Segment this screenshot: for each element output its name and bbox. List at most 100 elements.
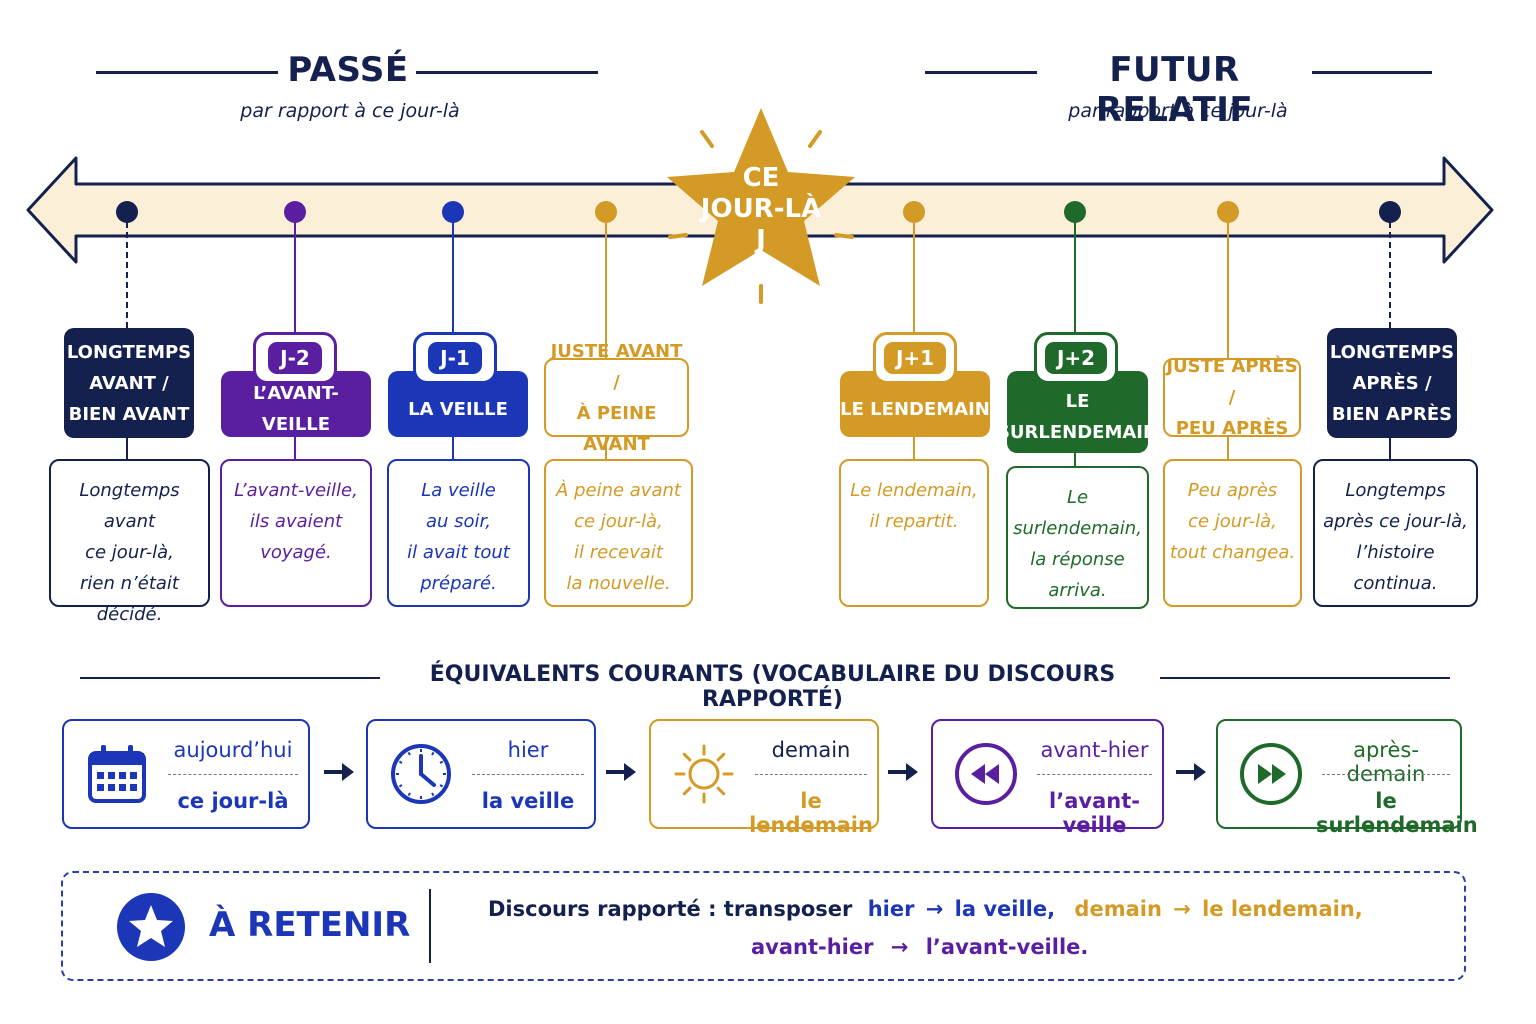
passe-subtitle: par rapport à ce jour-là bbox=[240, 100, 460, 122]
tick-juste-apres bbox=[1227, 437, 1229, 459]
center-line-3: J bbox=[756, 225, 766, 255]
connector-veille bbox=[452, 222, 454, 332]
connector-longtemps-apres bbox=[1389, 222, 1391, 328]
example-avant-veille: L’avant-veille, ils avaient voyagé. bbox=[220, 459, 372, 607]
tick-longtemps-avant bbox=[126, 438, 128, 459]
pill-text-surlendemain: J+2 bbox=[1044, 342, 1108, 374]
equivalent-arrow-0 bbox=[322, 758, 356, 793]
example-text-avant-veille: L’avant-veille, ils avaient voyagé. bbox=[234, 480, 358, 563]
example-surlendemain: Le surlendemain, la réponse arriva. bbox=[1006, 466, 1149, 609]
example-text-longtemps-apres: Longtemps après ce jour-là, l’histoire c… bbox=[1323, 480, 1468, 594]
ce-jour-la-star bbox=[667, 108, 855, 286]
retenir-arrow-3: → bbox=[890, 935, 909, 959]
marker-dot-veille bbox=[442, 201, 464, 223]
example-veille: La veille au soir, il avait tout préparé… bbox=[387, 459, 530, 607]
marker-dot-lendemain bbox=[903, 201, 925, 223]
center-line-1: CE bbox=[742, 163, 780, 193]
pill-surlendemain: J+2 bbox=[1034, 332, 1118, 384]
label-juste-avant: JUSTE AVANT / À PEINE AVANT bbox=[544, 341, 689, 455]
futur-title: FUTUR RELATIF bbox=[1095, 50, 1254, 130]
equivalent-arrow-2 bbox=[886, 758, 920, 793]
passe-rule-left bbox=[96, 71, 278, 74]
example-text-veille: La veille au soir, il avait tout préparé… bbox=[407, 480, 510, 594]
tick-lendemain bbox=[913, 437, 915, 459]
retenir-lendemain: le lendemain, bbox=[1202, 897, 1363, 921]
timeline-arrow bbox=[26, 108, 1494, 304]
label-surlendemain: LE SURLENDEMAIN bbox=[997, 371, 1158, 453]
equivalent-direct-0: aujourd’hui bbox=[173, 738, 293, 762]
retenir-box: À RETENIR Discours rapporté : transposer… bbox=[61, 871, 1466, 981]
retenir-arrow-1: → bbox=[925, 897, 944, 921]
example-text-surlendemain: Le surlendemain, la réponse arriva. bbox=[1013, 487, 1142, 601]
example-text-longtemps-avant: Longtemps avant ce jour-là, rien n’était… bbox=[79, 480, 180, 625]
tick-juste-avant bbox=[605, 437, 607, 459]
example-juste-apres: Peu après ce jour-là, tout changea. bbox=[1163, 459, 1302, 607]
equiv-rule-left bbox=[80, 677, 380, 679]
label-longtemps-apres: LONGTEMPS APRÈS / BIEN APRÈS bbox=[1327, 328, 1457, 438]
equivalent-separator-1 bbox=[472, 774, 584, 775]
fast-forward-icon bbox=[1236, 739, 1306, 809]
futur-subtitle: par rapport à ce jour-là bbox=[1068, 100, 1288, 122]
futur-rule-left bbox=[925, 71, 1037, 74]
retenir-line-1: Discours rapporté : transposer hier → la… bbox=[488, 897, 1363, 921]
retenir-arrow-2: → bbox=[1173, 897, 1191, 921]
example-longtemps-avant: Longtemps avant ce jour-là, rien n’était… bbox=[49, 459, 210, 625]
equivalent-reported-3: l’avant-veille bbox=[1049, 789, 1140, 837]
example-lendemain: Le lendemain, il repartit. bbox=[839, 459, 989, 607]
star-icon bbox=[117, 893, 185, 961]
equivalent-reported-0: ce jour-là bbox=[177, 789, 289, 813]
retenir-hier: hier bbox=[867, 897, 915, 921]
pill-veille: J-1 bbox=[413, 332, 497, 384]
center-line-2: JOUR-LÀ bbox=[700, 194, 822, 224]
pill-lendemain: J+1 bbox=[873, 332, 957, 384]
sun-icon bbox=[669, 739, 739, 809]
retenir-intro: Discours rapporté : transposer bbox=[488, 897, 853, 921]
connector-juste-apres bbox=[1227, 222, 1229, 358]
retenir-avanthier: avant-hier bbox=[751, 935, 874, 959]
example-text-juste-avant: À peine avant ce jour-là, il recevait la… bbox=[556, 480, 681, 594]
pill-avant-veille: J-2 bbox=[253, 332, 337, 384]
example-juste-avant: À peine avant ce jour-là, il recevait la… bbox=[544, 459, 693, 607]
connector-avant-veille bbox=[294, 222, 296, 332]
example-text-juste-apres: Peu après ce jour-là, tout changea. bbox=[1169, 480, 1296, 563]
equivalent-arrow-1 bbox=[604, 758, 638, 793]
retenir-line-2: avant-hier → l’avant-veille. bbox=[751, 935, 1088, 959]
tick-surlendemain bbox=[1074, 453, 1076, 466]
label-juste-apres: JUSTE APRÈS / PEU APRÈS bbox=[1163, 356, 1301, 439]
marker-dot-avant-veille bbox=[284, 201, 306, 223]
equivalent-direct-1: hier bbox=[507, 738, 549, 762]
equivalent-reported-4: le surlendemain bbox=[1316, 789, 1478, 837]
tick-veille bbox=[452, 437, 454, 459]
equivalent-1: hier la veille bbox=[366, 719, 596, 829]
connector-juste-avant bbox=[605, 222, 607, 358]
rewind-icon bbox=[951, 739, 1021, 809]
pill-text-veille: J-1 bbox=[428, 342, 482, 374]
calendar-icon bbox=[82, 739, 152, 809]
label-longtemps-avant: LONGTEMPS AVANT / BIEN AVANT bbox=[64, 328, 194, 438]
connector-lendemain bbox=[913, 222, 915, 332]
equivalent-separator-2 bbox=[755, 774, 867, 775]
tick-avant-veille bbox=[294, 437, 296, 459]
equivalent-0: aujourd’hui ce jour-là bbox=[62, 719, 310, 829]
marker-dot-longtemps-apres bbox=[1379, 201, 1401, 223]
marker-dot-juste-avant bbox=[595, 201, 617, 223]
retenir-demain: demain bbox=[1074, 897, 1162, 921]
marker-dot-longtemps-avant bbox=[116, 201, 138, 223]
retenir-avantveille: l’avant-veille. bbox=[925, 935, 1089, 959]
tick-longtemps-apres bbox=[1389, 438, 1391, 459]
clock-icon bbox=[386, 739, 456, 809]
equivalent-separator-4 bbox=[1322, 774, 1450, 775]
equiv-rule-right bbox=[1160, 677, 1450, 679]
equivalent-direct-4: après-demain bbox=[1346, 738, 1426, 786]
equivalent-separator-3 bbox=[1037, 774, 1152, 775]
equivalent-reported-1: la veille bbox=[481, 789, 575, 813]
marker-dot-surlendemain bbox=[1064, 201, 1086, 223]
marker-dot-juste-apres bbox=[1217, 201, 1239, 223]
ce-jour-la-label: CE JOUR-LÀ J bbox=[700, 163, 822, 256]
retenir-title: À RETENIR bbox=[209, 905, 411, 945]
pill-text-avant-veille: J-2 bbox=[268, 342, 322, 374]
retenir-veille: la veille, bbox=[954, 897, 1056, 921]
passe-rule-right bbox=[416, 71, 598, 74]
